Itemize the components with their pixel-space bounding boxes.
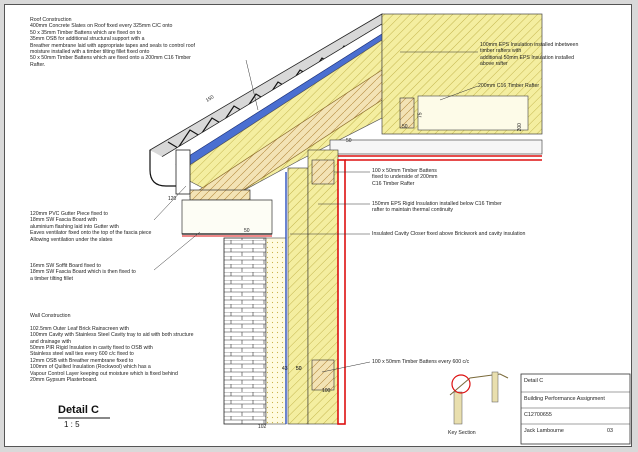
- cavity-closer-note: Insulated Cavity Closer fixed above Bric…: [372, 231, 526, 237]
- dim-label: 50: [296, 366, 302, 372]
- dim-label: 50: [296, 366, 302, 372]
- wall-construction-note: Wall Construction 102.5mm Outer Leaf Bri…: [30, 313, 194, 384]
- title-block-author: Jack Lambourne: [524, 428, 564, 434]
- dim-label: 50: [244, 228, 250, 234]
- eps-insulation-note: 100mm EPS Insulation installed inbetween…: [480, 42, 579, 68]
- title-block-sheet-number: 03: [607, 428, 613, 434]
- battens-rafter-note: 100 x 50mm Timber Battens fixed to under…: [372, 168, 438, 187]
- dim-label: 50: [402, 124, 408, 130]
- drawing-title: Detail C: [58, 404, 99, 416]
- title-block-student-id: C12700655: [524, 412, 552, 418]
- gutter-eaves: [149, 149, 273, 237]
- gutter-note: 120mm PVC Gutter Piece fixed to 18mm SW …: [30, 211, 152, 243]
- rafter-note: 200mm C16 Timber Rafter: [478, 83, 540, 89]
- eps-below-rafter-note: 150mm EPS Rigid Insulation installed bel…: [372, 201, 502, 214]
- dim-label: 43: [282, 366, 288, 372]
- title-block-module: Building Performance Assignment: [524, 396, 605, 402]
- key-section-marker: [451, 374, 471, 394]
- dim-label: 120: [168, 196, 177, 202]
- dim-label: 50: [346, 138, 352, 144]
- cavity-insulation: [265, 172, 287, 425]
- key-section-label: Key Section: [448, 430, 476, 436]
- timber-frame-wall: [287, 149, 542, 425]
- roof-construction-note: Roof Construction 400mm Concrete Slates …: [30, 17, 195, 68]
- drawing-scale: 1 : 5: [64, 420, 80, 429]
- leader-lines: [153, 51, 479, 373]
- dim-label: 102: [258, 424, 267, 430]
- dim-label: 200: [516, 123, 523, 132]
- title-block: [520, 373, 631, 445]
- brick-outer-leaf: [223, 237, 267, 425]
- dim-label: 100: [322, 388, 331, 394]
- title-block-detail: Detail C: [524, 378, 544, 384]
- ridge-section: [329, 13, 543, 161]
- dim-label: 75: [417, 112, 424, 118]
- soffit-note: 16mm SW Soffit Board fixed to 18mm SW Fa…: [30, 263, 136, 282]
- key-section-thumbnail: [449, 371, 509, 425]
- battens-600-note: 100 x 50mm Timber Battens every 600 c/c: [372, 359, 470, 365]
